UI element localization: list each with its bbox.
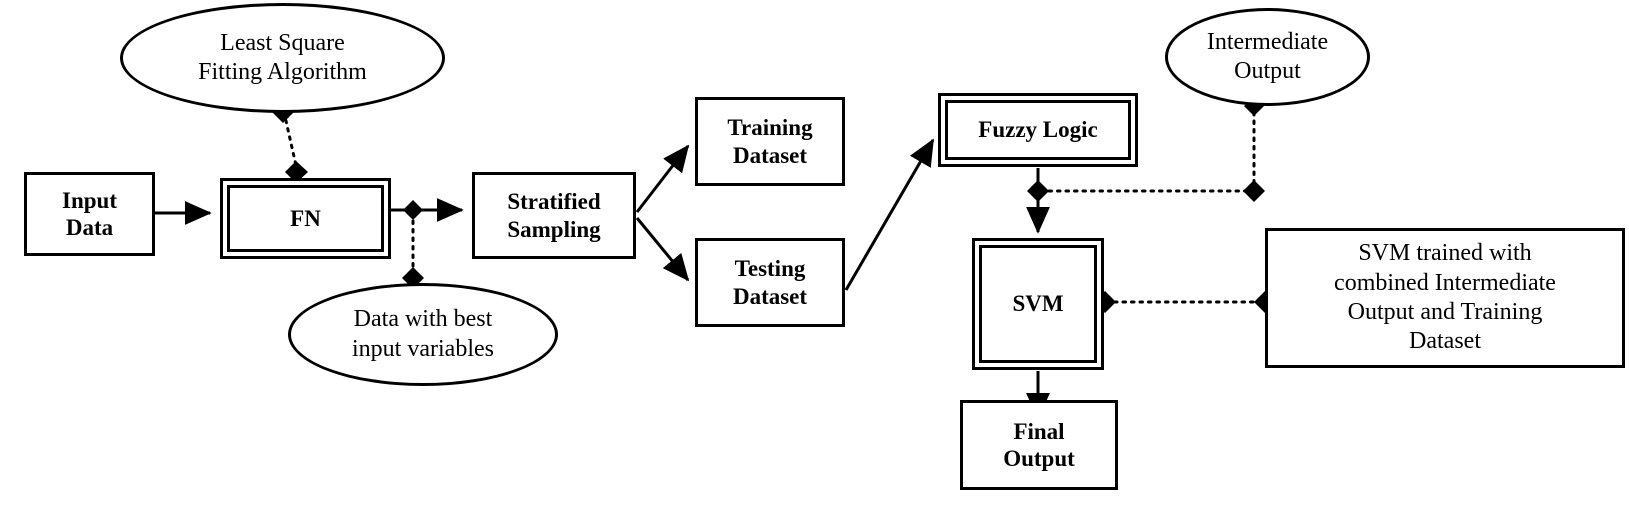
node-input-data-label: Input Data [62, 187, 117, 240]
node-intermediate-output-ellipse[interactable]: Intermediate Output [1165, 8, 1370, 106]
node-svm-inner-frame: SVM [979, 245, 1097, 363]
node-intermediate-output-label: Intermediate Output [1206, 28, 1329, 84]
node-fuzzy-logic[interactable]: Fuzzy Logic [938, 93, 1138, 167]
node-stratified-sampling[interactable]: Stratified Sampling [472, 172, 636, 259]
node-testing-dataset[interactable]: Testing Dataset [695, 238, 845, 327]
diamond-junction-fn [403, 200, 423, 220]
node-least-square-ellipse[interactable]: Least Square Fitting Algorithm [120, 3, 445, 113]
node-svm-label: SVM [1012, 291, 1064, 317]
node-fuzzy-logic-label: Fuzzy Logic [978, 117, 1098, 143]
node-input-data[interactable]: Input Data [24, 172, 155, 256]
edge-least-square-to-fn [272, 101, 308, 183]
node-fn-label: FN [290, 205, 321, 231]
edge-stratified-to-testing [635, 217, 690, 282]
edge-svm-to-note [1094, 291, 1276, 313]
node-fn[interactable]: FN [220, 178, 391, 259]
node-data-best-vars-ellipse[interactable]: Data with best input variables [288, 283, 558, 386]
node-least-square-label: Least Square Fitting Algorithm [198, 29, 367, 85]
edge-fuzzy-to-svm [1026, 168, 1050, 234]
node-training-dataset[interactable]: Training Dataset [695, 97, 845, 186]
node-data-best-vars-label: Data with best input variables [352, 306, 494, 362]
node-testing-dataset-label: Testing Dataset [732, 256, 808, 309]
node-svm[interactable]: SVM [972, 238, 1104, 370]
edge-fn-to-stratified [391, 198, 464, 222]
node-stratified-sampling-label: Stratified Sampling [507, 189, 601, 242]
diamond-link-intermediate [1243, 180, 1265, 202]
edge-fn-to-data-best-vars [402, 219, 424, 289]
node-svm-trained-note[interactable]: SVM trained with combined Intermediate O… [1265, 228, 1625, 368]
edge-testing-to-fuzzy [844, 138, 935, 291]
node-final-output-label: Final Output [1003, 418, 1075, 471]
node-svm-trained-note-label: SVM trained with combined Intermediate O… [1334, 240, 1556, 355]
node-fuzzy-logic-inner-frame: Fuzzy Logic [945, 100, 1131, 160]
node-training-dataset-label: Training Dataset [727, 115, 813, 168]
edge-stratified-to-training [635, 144, 690, 213]
node-fn-inner-frame: FN [227, 185, 384, 252]
node-final-output[interactable]: Final Output [960, 400, 1118, 490]
diamond-junction-fuzzy [1027, 180, 1049, 202]
